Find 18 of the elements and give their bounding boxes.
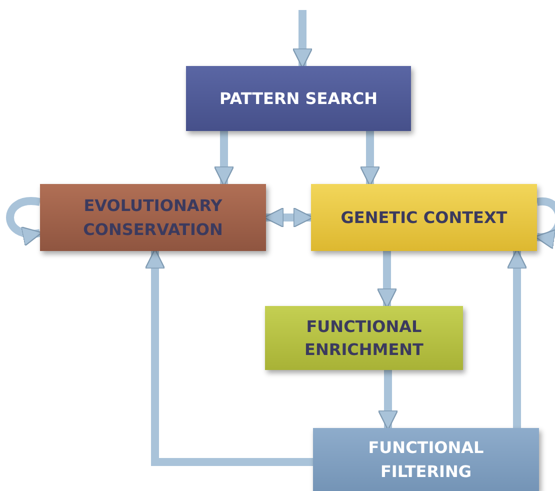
box-label: GENETIC CONTEXT (340, 206, 508, 229)
process-box (311, 184, 537, 251)
process-box (265, 306, 463, 370)
arrow (6, 197, 42, 245)
box-label: FUNCTIONAL FILTERING (367, 437, 485, 482)
arrow (378, 370, 398, 430)
arrow (214, 131, 234, 186)
arrow (506, 248, 528, 428)
box-label: PATTERN SEARCH (218, 88, 379, 110)
box-label: EVOLUTIONARY CONSERVATION (82, 195, 224, 240)
arrow (376, 251, 398, 308)
box-label: FUNCTIONAL ENRICHMENT (304, 316, 424, 361)
process-box (313, 428, 539, 491)
process-box (40, 184, 266, 251)
arrow (292, 10, 313, 68)
arrow (144, 248, 313, 466)
arrow (360, 131, 380, 186)
process-box (186, 66, 411, 131)
